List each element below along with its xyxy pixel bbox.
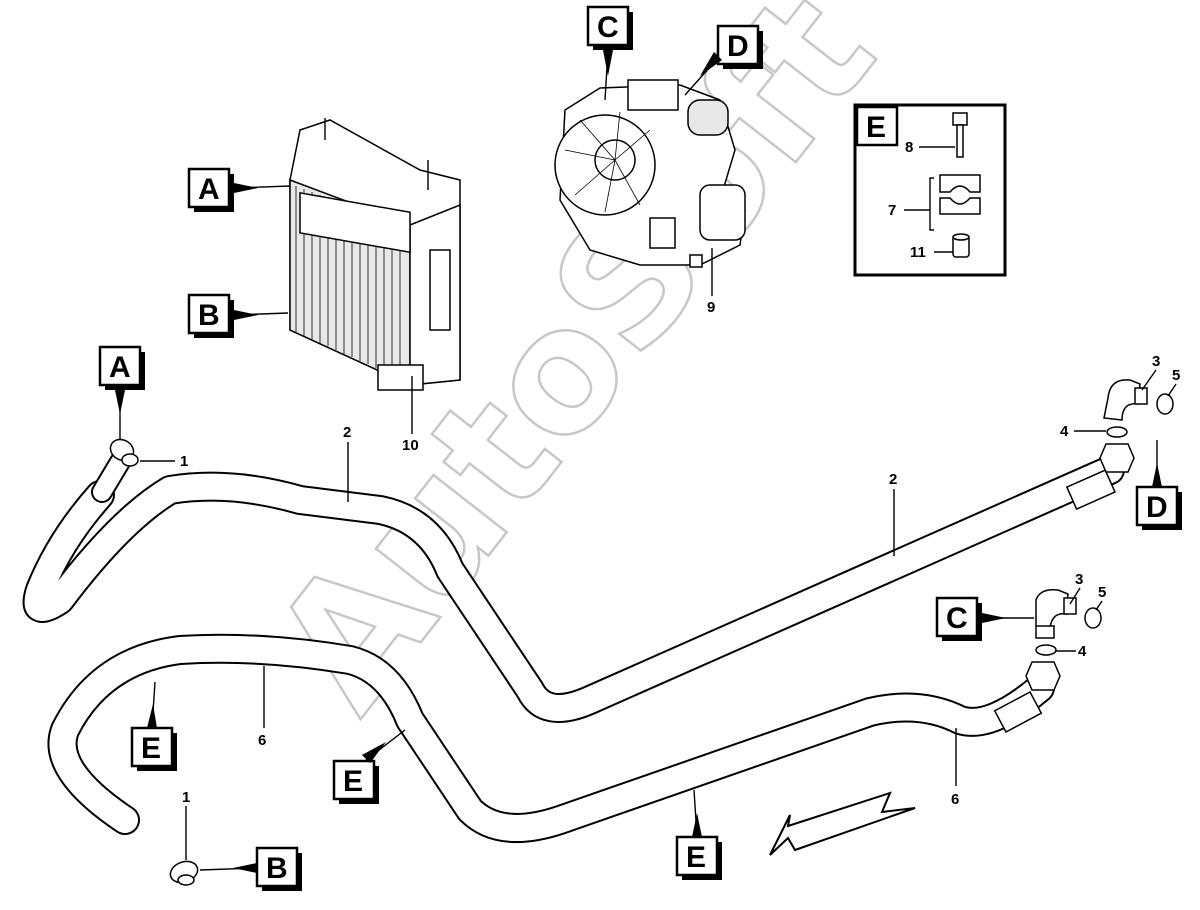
elbow-fitting-lower	[1025, 588, 1102, 691]
part-number-11: 11	[910, 244, 926, 261]
hose-clamp-lower-icon	[169, 860, 199, 886]
hose-clamp-upper-icon	[109, 438, 139, 467]
svg-text:D: D	[727, 30, 749, 63]
callout-e-mid: E	[332, 729, 406, 804]
part-number-7: 7	[888, 202, 896, 219]
part-number-6-right: 6	[951, 791, 959, 808]
svg-text:A: A	[109, 351, 131, 384]
callout-e-detail: E	[866, 111, 886, 144]
callout-e-left: E	[130, 681, 177, 771]
part-number-10: 10	[402, 437, 419, 454]
bolt-icon	[952, 112, 968, 158]
svg-text:D: D	[1146, 491, 1168, 524]
callout-c-hose: C	[935, 596, 1034, 641]
part-number-3-top: 3	[1152, 353, 1160, 370]
callout-d-hose: D	[1135, 440, 1182, 530]
svg-text:A: A	[198, 173, 220, 206]
part-number-8: 8	[905, 139, 913, 156]
part-number-5-mid: 5	[1098, 584, 1106, 601]
engine-pump-illustration	[554, 79, 746, 268]
callout-e-bottom: E	[675, 789, 722, 880]
part-number-4-top: 4	[1060, 423, 1069, 440]
clamp-halves-icon	[939, 174, 981, 215]
callout-a-hose: A	[98, 345, 145, 440]
part-number-6-left: 6	[258, 732, 266, 749]
part-number-2-right: 2	[889, 471, 897, 488]
callout-b-top: B	[187, 293, 289, 338]
oil-cooler-illustration	[289, 118, 461, 391]
bushing-icon	[952, 233, 970, 258]
elbow-fitting-upper	[1099, 379, 1174, 473]
part-number-5-top: 5	[1172, 367, 1180, 384]
svg-text:C: C	[597, 11, 619, 44]
svg-text:E: E	[141, 732, 161, 765]
svg-text:C: C	[946, 602, 968, 635]
hose-6	[47, 633, 1055, 843]
svg-text:B: B	[266, 852, 288, 885]
part-number-4-mid: 4	[1078, 643, 1087, 660]
svg-text:E: E	[343, 765, 363, 798]
part-number-9: 9	[707, 299, 715, 316]
svg-text:B: B	[198, 299, 220, 332]
callout-a-top: A	[187, 167, 291, 212]
part-number-1-bottom: 1	[182, 789, 190, 806]
detail-e-inset: E 8 7 11	[853, 103, 1007, 277]
callout-b-bottom: B	[199, 846, 302, 891]
part-number-1-top: 1	[180, 453, 188, 470]
hose-2	[22, 451, 1125, 723]
direction-arrow-icon	[769, 791, 916, 856]
svg-text:E: E	[686, 841, 706, 874]
part-number-2-left: 2	[343, 424, 351, 441]
flywheel-spokes	[564, 111, 651, 213]
callout-d-top: D	[684, 24, 763, 96]
part-number-3-mid: 3	[1075, 571, 1083, 588]
callout-c-top: C	[586, 5, 633, 101]
